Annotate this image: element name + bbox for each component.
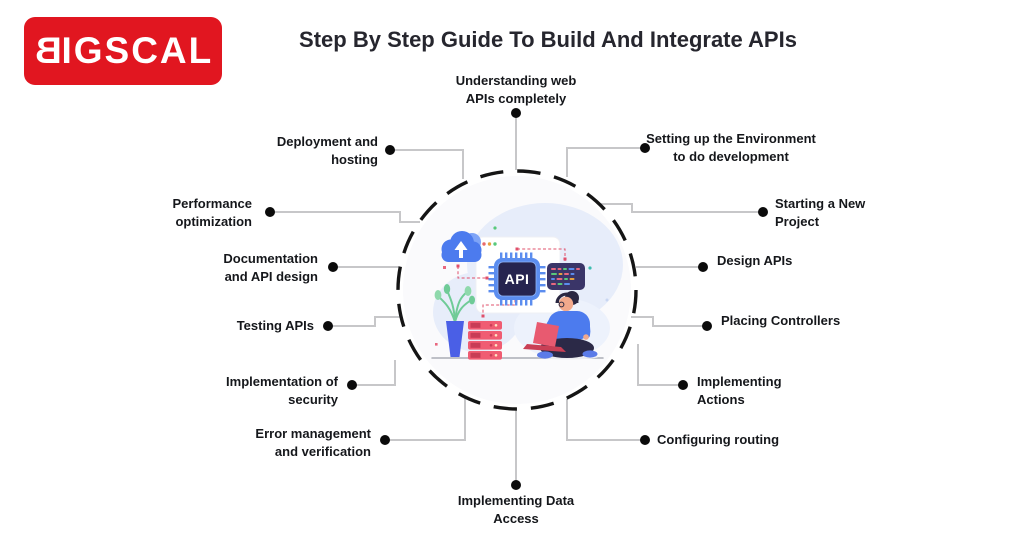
connector-error-management: [385, 398, 466, 441]
upload-arrow: [454, 241, 468, 250]
laptop-screen: [533, 322, 559, 347]
dot-implementation-of-security: [347, 380, 357, 390]
center-illustration: API: [431, 203, 623, 360]
step-label-implementing-data-access: Implementing Data Access: [457, 493, 575, 526]
dot-starting-new-project: [758, 207, 768, 217]
dot-design-apis: [698, 262, 708, 272]
connector-configuring-routing: [566, 399, 645, 441]
step-label-implementation-of-security: Implementation of security: [226, 374, 338, 407]
dot-testing-apis: [323, 321, 333, 331]
step-label-error-management: Error management and verification: [255, 426, 371, 459]
face: [558, 296, 574, 312]
vase: [446, 321, 464, 357]
server-rack: [468, 321, 502, 360]
logo-letters-rest: IGSCAL: [61, 30, 214, 71]
connector-placing-controllers: [631, 316, 707, 327]
plant: [434, 284, 475, 357]
dot-placing-controllers: [702, 321, 712, 331]
step-label-setting-up-environment: Setting up the Environment to do develop…: [646, 131, 816, 164]
step-label-understanding-web-apis: Understanding web APIs completely: [455, 73, 577, 106]
window-dot-red: [482, 242, 486, 246]
window-dot-orange: [487, 242, 492, 246]
connector-implementing-actions: [637, 344, 683, 386]
connector-starting-new-project: [601, 203, 763, 213]
dot-setting-up-environment: [640, 143, 650, 153]
step-label-configuring-routing: Configuring routing: [657, 432, 780, 447]
window-dot-green: [493, 242, 497, 246]
step-label-starting-new-project: Starting a New Project: [775, 196, 866, 229]
api-chip: API: [488, 252, 546, 306]
dot-implementing-actions: [678, 380, 688, 390]
step-label-testing-apis: Testing APIs: [236, 318, 314, 333]
dot-implementing-data-access: [511, 480, 521, 490]
dot-deployment-hosting: [385, 145, 395, 155]
dashed-circle-border: [396, 169, 638, 411]
step-label-deployment-hosting: Deployment and hosting: [276, 134, 378, 167]
connector-setting-up-environment: [566, 147, 645, 177]
dot-error-management: [380, 435, 390, 445]
code-panel: [547, 263, 585, 290]
glasses: [558, 301, 565, 308]
decorative-specks: [435, 226, 609, 346]
step-label-design-apis: Design APIs: [717, 253, 793, 268]
shoe-right: [582, 350, 598, 358]
page-title: Step By Step Guide To Build And Integrat…: [299, 27, 797, 52]
laptop-base: [523, 344, 566, 352]
connector-implementation-of-security: [352, 360, 396, 386]
hair-front: [555, 292, 579, 303]
connector-testing-apis: [328, 316, 402, 327]
connector-deployment-hosting: [390, 149, 464, 179]
step-label-implementing-actions: Implementing Actions: [697, 374, 782, 407]
right-arm: [580, 316, 591, 339]
connector-performance-optimization: [270, 211, 420, 223]
dot-understanding-web-apis: [511, 108, 521, 118]
dot-configuring-routing: [640, 435, 650, 445]
step-label-documentation-api-design: Documentation and API design: [223, 251, 318, 284]
shoe-left: [537, 351, 553, 359]
dot-performance-optimization: [265, 207, 275, 217]
api-chip-label: API: [505, 271, 530, 287]
person-with-laptop: [523, 291, 598, 360]
step-label-performance-optimization: Performance optimization: [172, 196, 252, 229]
chip-pins: [488, 252, 546, 306]
shirt: [548, 311, 590, 340]
connector-lines: [270, 113, 763, 485]
step-dots: [265, 108, 768, 490]
dot-documentation-api-design: [328, 262, 338, 272]
step-label-placing-controllers: Placing Controllers: [721, 313, 841, 328]
cloud-upload-icon: [441, 231, 482, 262]
